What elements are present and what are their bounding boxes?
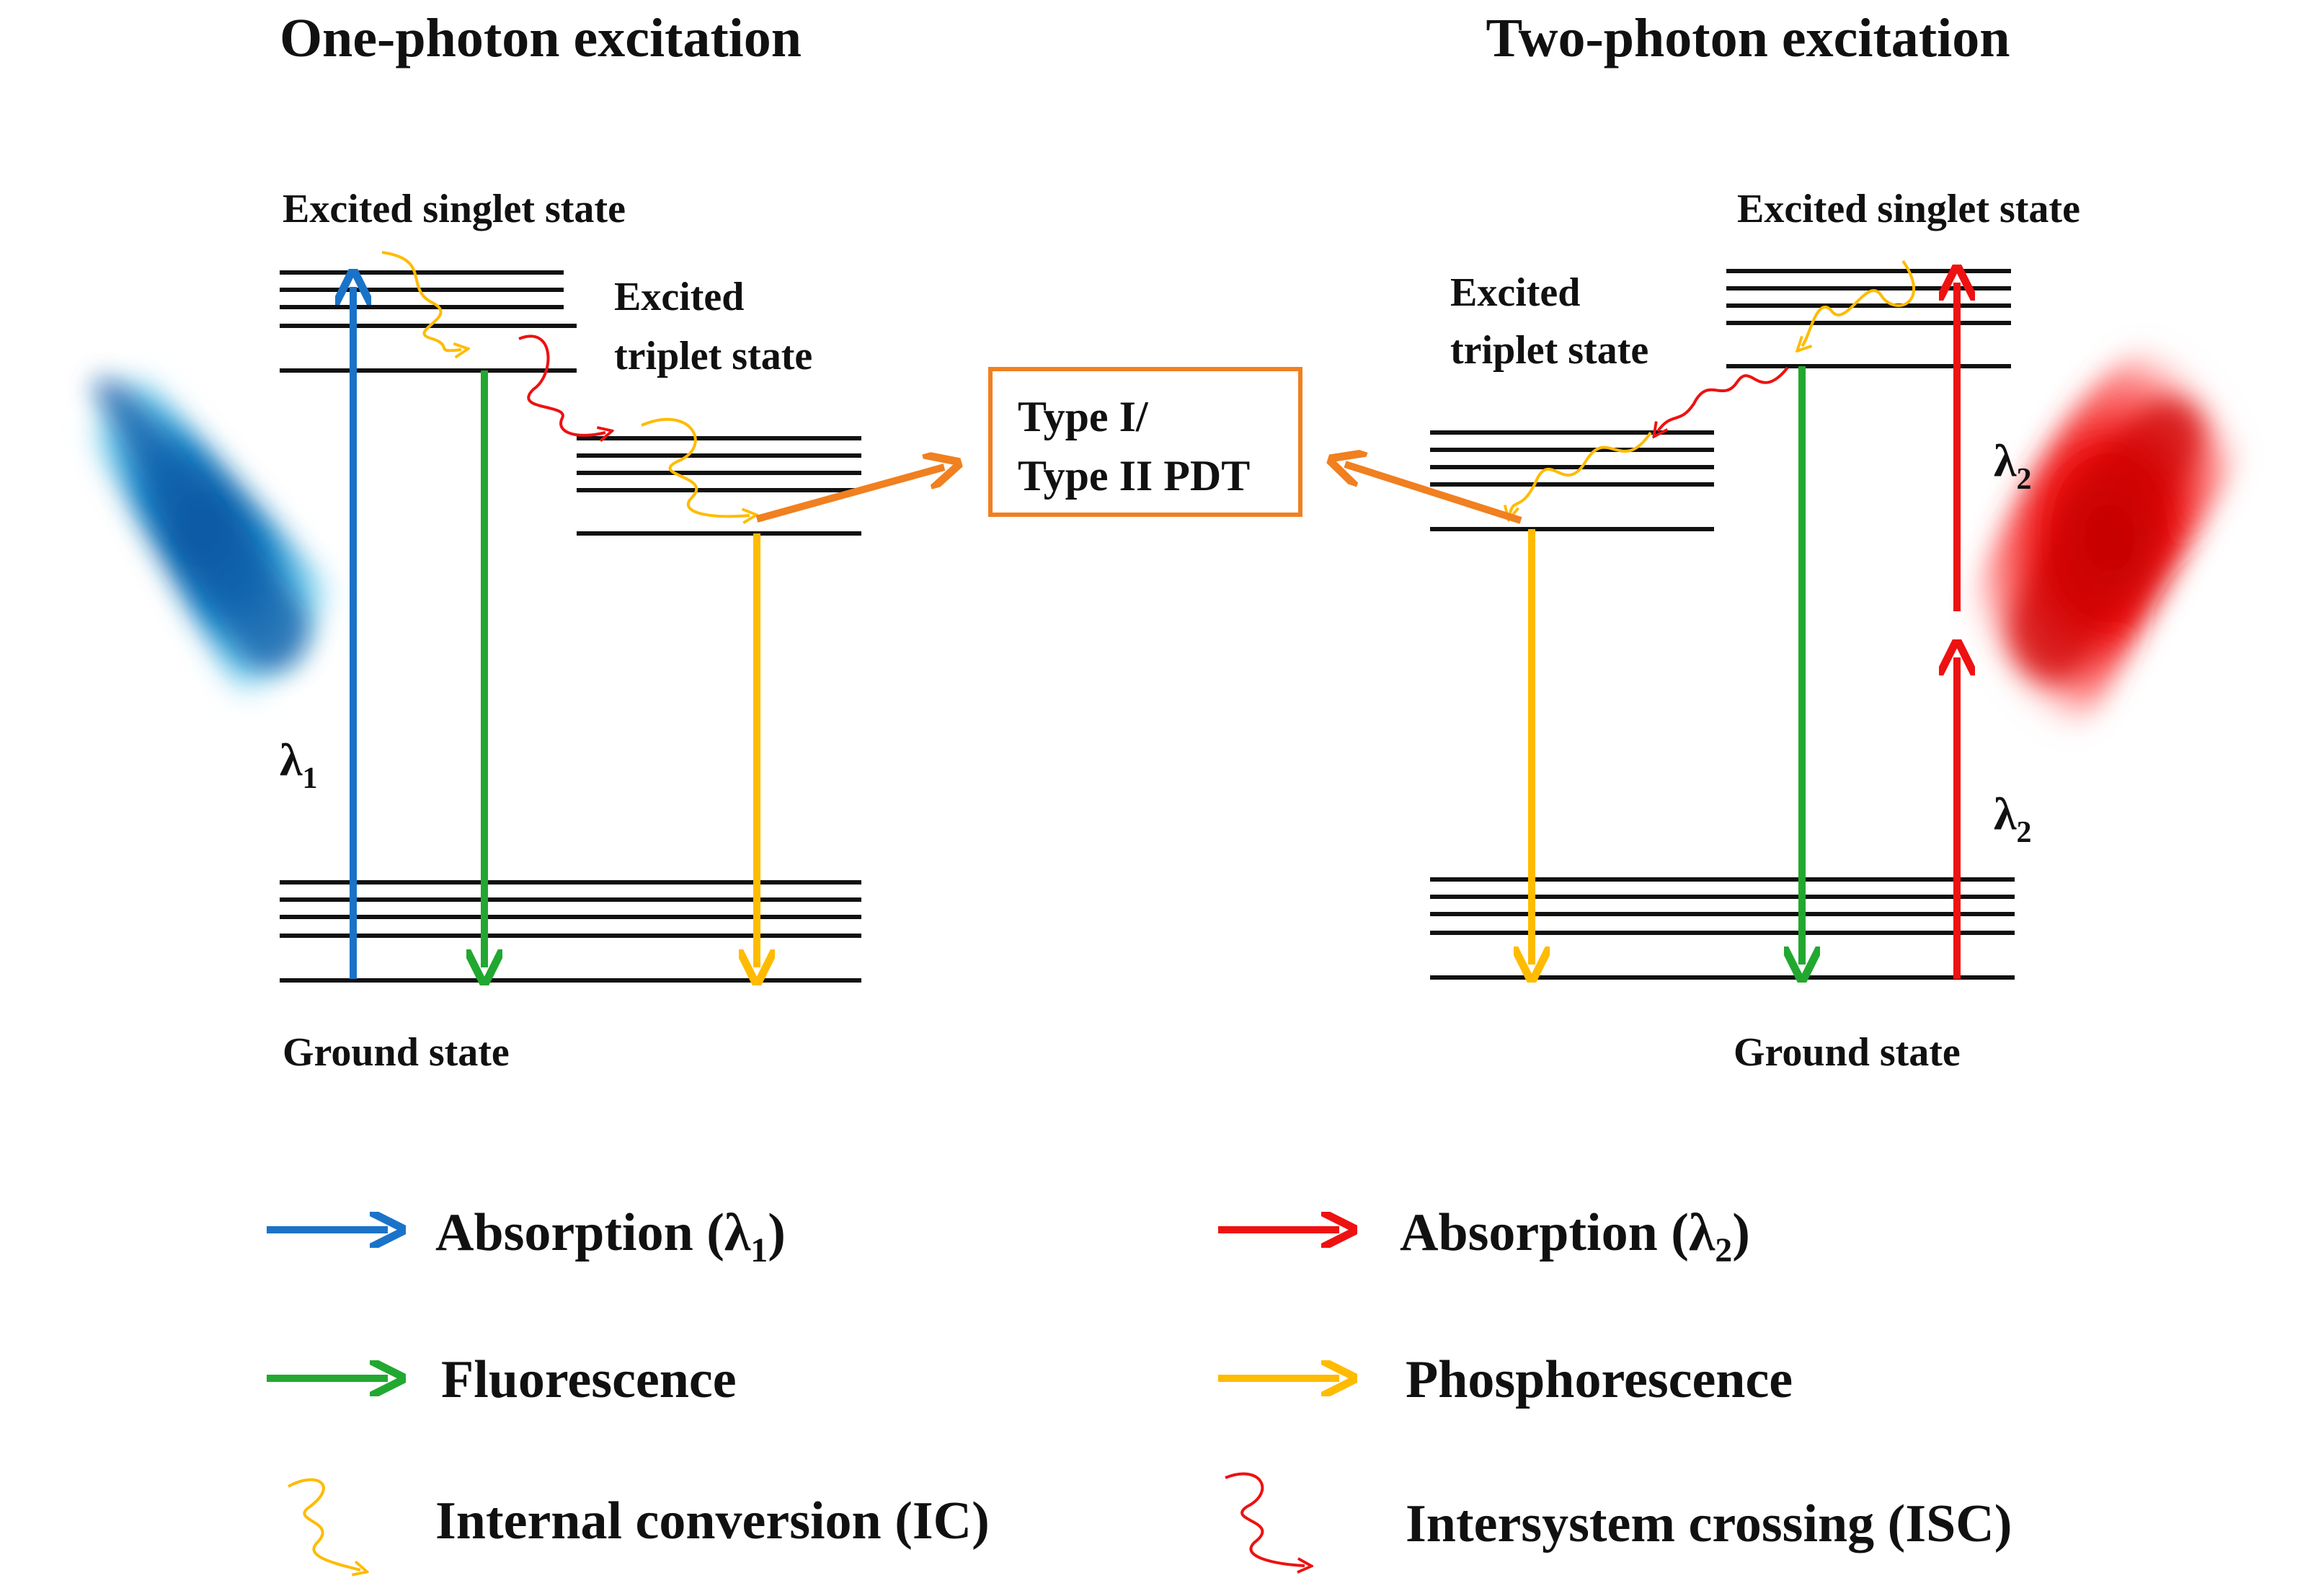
right-singlet-levels: [1726, 269, 2011, 368]
red-light-source: [1961, 334, 2258, 740]
legend-absorption2-label: Absorption (λ2): [1400, 1203, 1750, 1269]
right-pdt-arrow: [1345, 464, 1522, 524]
left-singlet-label: Excited singlet state: [283, 187, 626, 231]
left-title: One-photon excitation: [280, 8, 802, 68]
legend-isc-wave-icon: [1225, 1472, 1305, 1566]
left-ic-wave-1: [381, 251, 461, 350]
right-isc-wave: [1658, 366, 1789, 431]
right-ground-label: Ground state: [1734, 1030, 1961, 1075]
legend: Absorption (λ1) Absorption (λ2) Fluoresc…: [267, 1203, 2012, 1570]
legend-fluorescence-label: Fluorescence: [441, 1350, 737, 1409]
legend-ic-wave-icon: [288, 1478, 360, 1570]
right-ic-wave-1: [1802, 260, 1915, 346]
left-pdt-arrow: [755, 467, 944, 523]
left-triplet-label-line1: Excited: [614, 275, 744, 319]
lambda2-lower-label: λ2: [1994, 788, 2031, 849]
left-triplet-levels: [577, 436, 861, 536]
left-isc-wave: [518, 334, 605, 435]
left-ic-wave-2: [641, 417, 750, 517]
legend-ic-label: Internal conversion (IC): [435, 1491, 990, 1551]
lambda1-label: λ1: [280, 734, 317, 795]
left-ground-levels: [280, 880, 861, 983]
blue-light-source: [57, 341, 350, 717]
right-triplet-label-line1: Excited: [1450, 270, 1580, 315]
right-singlet-label: Excited singlet state: [1737, 187, 2080, 231]
right-ic-wave-2: [1510, 431, 1652, 513]
legend-absorption1-label: Absorption (λ1): [435, 1203, 786, 1269]
right-title: Two-photon excitation: [1486, 8, 2010, 68]
pdt-box: [988, 367, 1302, 517]
lambda2-upper-label: λ2: [1994, 435, 2031, 496]
legend-phosphorescence-label: Phosphorescence: [1406, 1350, 1793, 1409]
left-ground-label: Ground state: [283, 1030, 510, 1075]
right-triplet-label-line2: triplet state: [1450, 328, 1648, 373]
left-triplet-label-line2: triplet state: [614, 334, 812, 378]
right-triplet-levels: [1430, 430, 1714, 531]
right-ground-levels: [1430, 877, 2015, 980]
pdt-box-line2: Type II PDT: [1018, 452, 1250, 500]
left-singlet-levels: [280, 270, 577, 373]
legend-isc-label: Intersystem crossing (ISC): [1406, 1494, 2012, 1553]
pdt-box-line1: Type I/: [1018, 393, 1149, 440]
